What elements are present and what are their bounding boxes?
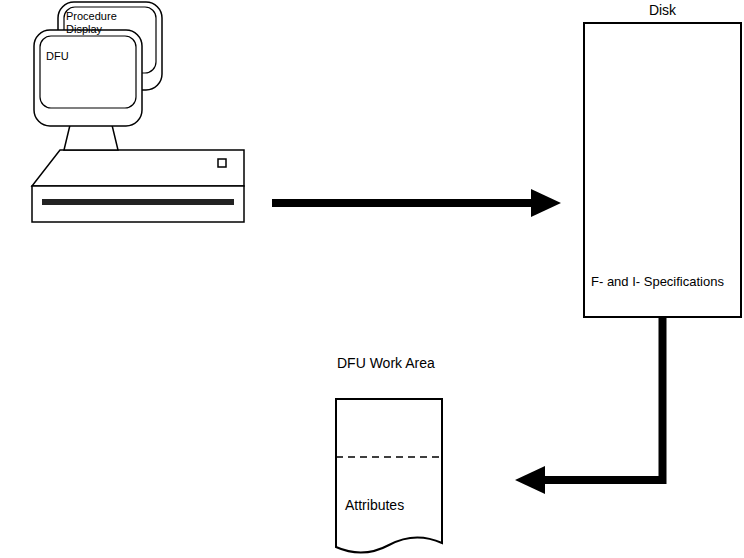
keyboard [32, 186, 244, 222]
screen-node: Procedure Display [66, 10, 128, 38]
terminal-node: DFU [34, 36, 244, 222]
spec-section: F- and I- Specifications [585, 268, 740, 316]
screen-label: DFU [46, 50, 244, 62]
work-area-document: DFU Work AreaAttributes [335, 355, 443, 558]
disk-box: DiskF- and I- Specifications [583, 22, 742, 318]
document-shape [336, 399, 442, 553]
work-area-heading: DFU Work Area [335, 355, 443, 372]
document-outline [335, 355, 443, 558]
dashed-divider [336, 456, 442, 458]
front-monitor [34, 30, 142, 126]
section-label: F- and I- Specifications [591, 274, 734, 290]
indicator [218, 159, 226, 167]
screen-label: Attributes [345, 497, 443, 513]
terminal-base [32, 150, 244, 186]
attributes-section: Attributes [335, 459, 443, 549]
screen-label: Procedure Display [66, 10, 128, 35]
keyboard-band [42, 199, 234, 205]
disk-heading: Disk [585, 2, 740, 18]
monitor-stand [64, 125, 118, 150]
flow-arrow [272, 189, 561, 217]
front-screen [40, 36, 136, 108]
flow-arrow [515, 318, 663, 494]
